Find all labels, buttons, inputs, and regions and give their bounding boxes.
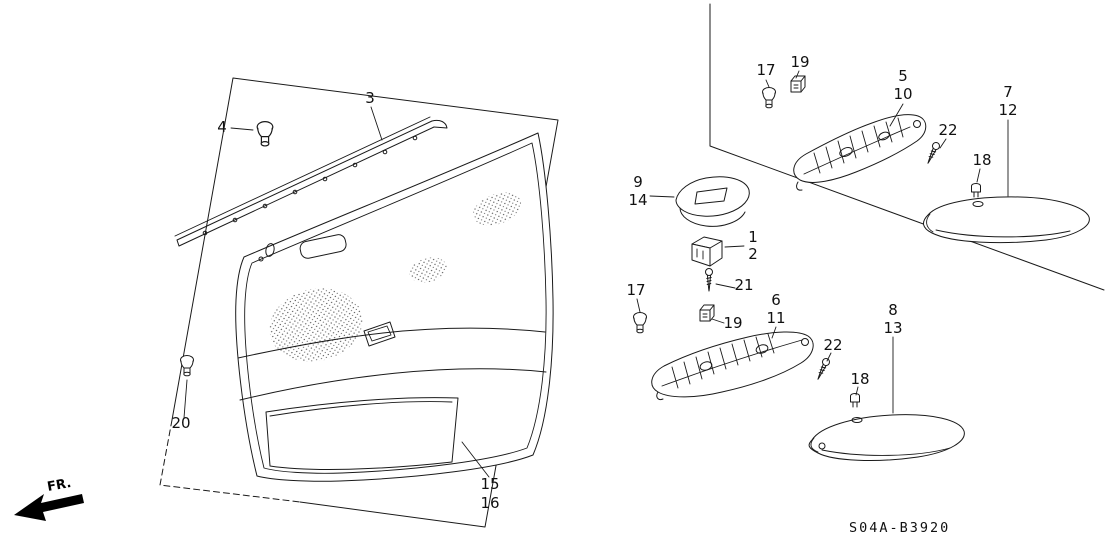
part-20-clip [180, 355, 194, 377]
door-region-frame [159, 77, 559, 528]
part-8-13-armrest-lower [808, 414, 965, 461]
part-6-11-armrest-base-lower [651, 331, 814, 400]
callout-8: 8 [888, 301, 898, 319]
callout-19-upper: 19 [790, 53, 809, 71]
drawing-code: S04A-B3920 [849, 520, 950, 536]
callout-17-upper: 17 [756, 61, 775, 79]
part-18-clip-lower [850, 393, 860, 408]
callout-16: 16 [480, 494, 499, 512]
callout-17-lower: 17 [626, 281, 645, 299]
callout-18-lower: 18 [850, 370, 869, 388]
callout-22-upper: 22 [938, 121, 957, 139]
callout-labels: 4 3 20 15 16 17 19 5 10 7 12 22 18 9 14 … [171, 53, 1017, 512]
callout-11: 11 [766, 309, 785, 327]
callout-2: 2 [748, 245, 758, 263]
part-21-screw [705, 268, 713, 292]
callout-14: 14 [628, 191, 647, 209]
callout-21: 21 [734, 276, 753, 294]
fr-label: FR. [46, 476, 72, 495]
callout-6: 6 [771, 291, 781, 309]
callout-19-lower: 19 [723, 314, 742, 332]
callout-9: 9 [633, 173, 643, 191]
part-22-screw-lower [814, 356, 832, 382]
callout-7: 7 [1003, 83, 1013, 101]
fr-direction-indicator: FR. [14, 476, 84, 521]
part-4-clip [256, 120, 274, 147]
callout-13: 13 [883, 319, 902, 337]
part-22-screw-upper [924, 140, 942, 166]
part-3-weatherstrip [174, 116, 448, 247]
part-15-16-door-lining [235, 132, 554, 482]
callout-12: 12 [998, 101, 1017, 119]
callout-15: 15 [480, 475, 499, 493]
callout-20: 20 [171, 414, 190, 432]
part-5-10-armrest-base-upper [793, 114, 927, 191]
callout-4: 4 [217, 118, 227, 136]
callout-3: 3 [365, 89, 375, 107]
part-9-14-switch-panel [675, 176, 750, 227]
part-18-clip-upper [971, 183, 981, 198]
part-19-clip-upper [790, 75, 806, 93]
callout-22-lower: 22 [823, 336, 842, 354]
part-17-grommet-upper [762, 87, 776, 109]
callout-5: 5 [898, 67, 908, 85]
part-7-12-armrest-upper [923, 196, 1090, 244]
part-1-2-switch [691, 236, 723, 267]
callout-leader-lines [183, 70, 1009, 478]
callout-1: 1 [748, 228, 758, 246]
callout-10: 10 [893, 85, 912, 103]
part-17-grommet-lower [633, 312, 647, 334]
fr-arrow-icon [14, 494, 84, 521]
callout-18-upper: 18 [972, 151, 991, 169]
